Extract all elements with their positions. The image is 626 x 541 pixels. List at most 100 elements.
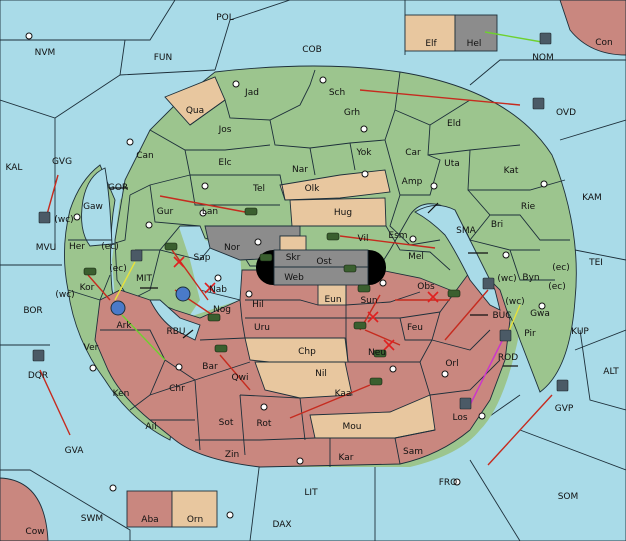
label-skr: Skr [286, 253, 301, 263]
red-labels: Kor Ark Nab Nog Hil Sun Obs Uru Feu Ver … [80, 282, 468, 525]
label-lit: LIT [304, 488, 318, 498]
coast-tag-gwa: (ec) [548, 282, 566, 292]
region-nil[interactable] [254, 361, 353, 399]
label-her: Her [69, 242, 85, 252]
label-vil: Vil [358, 234, 369, 244]
label-gaw: Gaw [83, 202, 103, 212]
label-elc: Elc [218, 158, 231, 168]
label-tel: Tel [252, 184, 265, 194]
label-nab: Nab [209, 285, 227, 295]
label-rie: Rie [521, 202, 536, 212]
label-elf: Elf [425, 39, 437, 49]
label-gwa: Gwa [530, 309, 550, 319]
sea-gor-channel[interactable] [81, 167, 113, 247]
label-rot: Rot [257, 419, 272, 429]
coast-tag-kor: (ec) [109, 264, 127, 274]
label-gva: GVA [65, 446, 85, 456]
label-nar: Nar [292, 165, 308, 175]
label-grh: Grh [344, 108, 360, 118]
label-qwi: Qwi [232, 373, 249, 383]
label-can: Can [136, 151, 154, 161]
coast-tag-kor-w: (wc) [55, 290, 74, 300]
coast-tag-byn: (ec) [552, 263, 570, 273]
label-kal: KAL [6, 163, 23, 173]
green-labels: Jad Sch Grh Eld Can Jos Elc Nar Yok Car … [69, 88, 550, 339]
region-orn[interactable] [171, 490, 218, 528]
label-mel: Mel [408, 252, 424, 262]
sea-rbu-channel[interactable] [149, 299, 201, 341]
neutral-labels: Qua Olk Hug Chp Nil Mou Eun Elf Orn [186, 39, 438, 525]
label-orn: Orn [187, 515, 203, 525]
label-uta: Uta [444, 159, 460, 169]
label-rod: ROD [498, 353, 518, 363]
label-kam: KAM [582, 193, 602, 203]
globe-units[interactable] [110, 286, 191, 316]
label-dqr: DQR [28, 371, 48, 381]
label-pol: POL [216, 13, 234, 23]
label-pir: Pir [524, 329, 536, 339]
label-jos: Jos [218, 125, 232, 135]
label-kor: Kor [80, 283, 95, 293]
label-nor: Nor [224, 243, 240, 253]
label-qua: Qua [186, 106, 204, 116]
green-ring [114, 65, 577, 393]
label-zin: Zin [225, 450, 239, 460]
label-ken: Ken [113, 389, 130, 399]
label-nvm: NVM [35, 48, 56, 58]
army-units[interactable] [83, 207, 461, 386]
label-uru: Uru [254, 323, 270, 333]
label-fun: FUN [154, 53, 173, 63]
label-eun: Eun [324, 295, 341, 305]
sea-labels: POL NVM FUN COB KAL GVG GOR MVU BOR MIT … [6, 13, 620, 537]
fleet-units[interactable] [32, 32, 569, 410]
coast-tag-her: (ec) [101, 242, 119, 252]
label-orl: Orl [445, 359, 458, 369]
label-gur: Gur [157, 207, 174, 217]
label-con: Con [595, 38, 613, 48]
label-sch: Sch [329, 88, 345, 98]
region-chp[interactable] [244, 337, 349, 366]
label-esm: Esm [388, 231, 407, 241]
label-kar: Kar [339, 453, 354, 463]
label-cow: Cow [25, 527, 44, 537]
label-kaa: Kaa [335, 389, 352, 399]
label-feu: Feu [407, 323, 423, 333]
label-mit: MIT [136, 274, 152, 284]
label-amp: Amp [402, 177, 423, 187]
label-sma: SMA [456, 226, 476, 236]
impassable-labels: Nor Skr Ost Web Hel [224, 39, 481, 283]
label-lan: Lan [202, 207, 218, 217]
label-ost: Ost [316, 257, 332, 267]
label-byn: Byn [522, 273, 539, 283]
label-sap: Sap [194, 253, 211, 263]
label-web: Web [284, 273, 304, 283]
label-hug: Hug [334, 208, 352, 218]
label-bar: Bar [202, 362, 218, 372]
label-car: Car [405, 148, 421, 158]
label-sun: Sun [360, 296, 377, 306]
label-bor: BOR [23, 306, 42, 316]
label-yok: Yok [355, 148, 372, 158]
label-gvg: GVG [52, 157, 72, 167]
label-nog: Nog [213, 305, 231, 315]
label-chr: Chr [169, 384, 185, 394]
label-sot: Sot [219, 418, 234, 428]
label-bri: Bri [491, 220, 503, 230]
coast-tag-buc: (wc) [497, 274, 516, 284]
label-chp: Chp [298, 347, 316, 357]
label-obs: Obs [417, 282, 435, 292]
label-som: SOM [558, 492, 579, 502]
label-nil: Nil [315, 369, 327, 379]
label-mou: Mou [343, 422, 362, 432]
sea-sma-channel[interactable] [414, 205, 501, 311]
label-swm: SWM [81, 514, 103, 524]
label-gvp: GVP [555, 404, 574, 414]
label-fro: FRO [439, 478, 458, 488]
label-buc: BUC [492, 311, 511, 321]
supply-centers [25, 32, 548, 519]
coast-tags: (wc) (ec) (ec) (wc) (wc) (ec) (ec) (wc) [54, 215, 569, 307]
label-neu: Neu [368, 348, 386, 358]
